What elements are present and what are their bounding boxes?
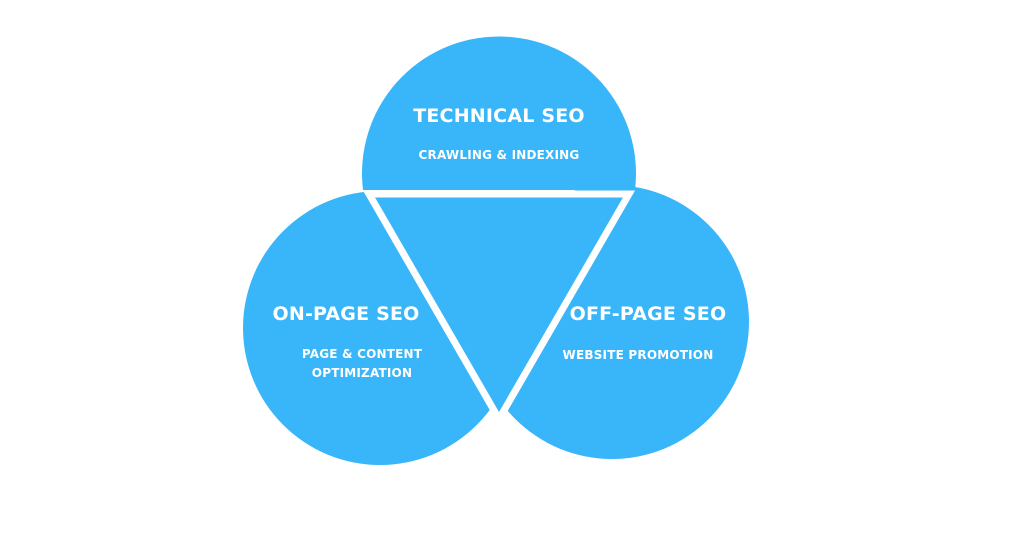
technical-seo-title: TECHNICAL SEO — [413, 105, 585, 127]
on-page-seo-subtitle-line2: OPTIMIZATION — [311, 366, 413, 380]
off-page-seo-subtitle: WEBSITE PROMOTION — [562, 348, 714, 362]
on-page-seo-title: ON-PAGE SEO — [272, 303, 420, 325]
center-triangle — [362, 190, 636, 426]
on-page-seo-subtitle-line1: PAGE & CONTENT — [301, 347, 423, 361]
technical-seo-circle — [362, 36, 636, 190]
technical-seo-subtitle: CRAWLING & INDEXING — [418, 148, 580, 162]
off-page-seo-title: OFF-PAGE SEO — [569, 303, 727, 325]
